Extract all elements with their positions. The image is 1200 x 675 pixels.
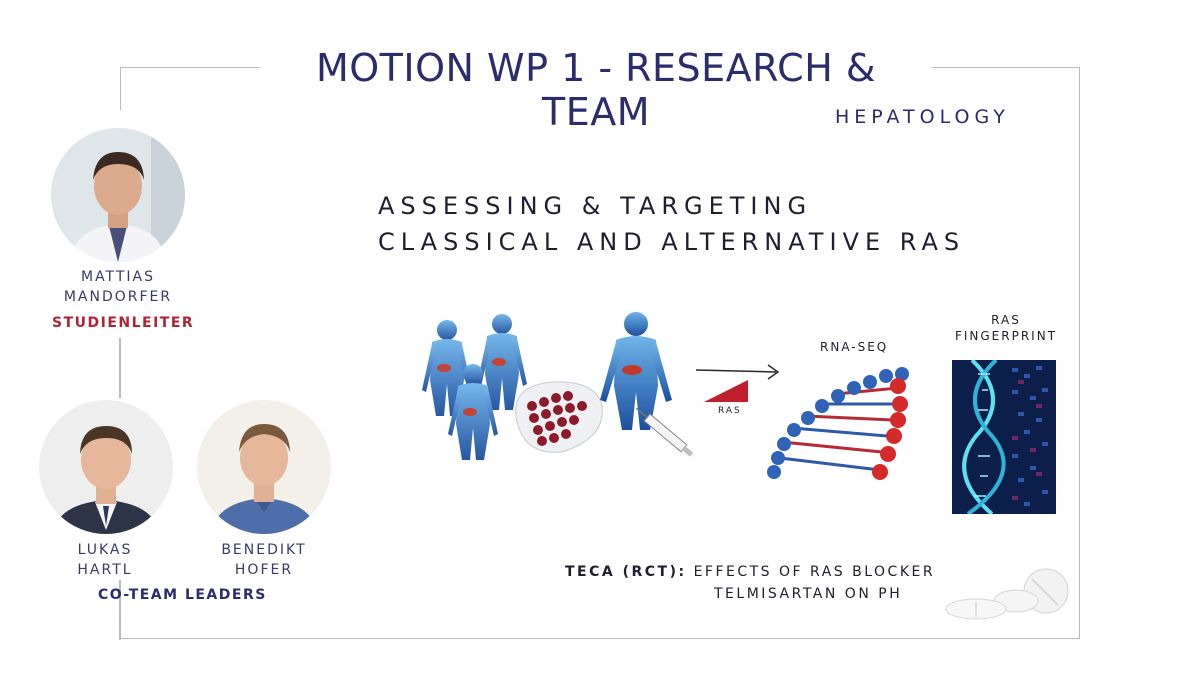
member-name-benedikt: BENEDIKT HOFER: [206, 540, 322, 580]
avatar-benedikt: [197, 400, 331, 534]
ras-label: RAS: [718, 406, 742, 416]
connector-line: [119, 338, 121, 398]
person-photo-icon: [197, 400, 331, 534]
lead-last-name: MANDORFER: [63, 289, 173, 305]
pills-icon: [945, 568, 1069, 620]
title-gap: [260, 40, 932, 100]
avatar-mattias: [51, 128, 185, 262]
patients-illustration-icon: [422, 314, 603, 460]
teca-line-1: TECA (RCT): EFFECTS OF RAS BLOCKER: [565, 562, 935, 583]
lead-name: MATTIAS MANDORFER: [60, 267, 176, 307]
fingerprint-label: RAS FINGERPRINT: [946, 312, 1066, 344]
connector-line-bottom: [119, 580, 121, 640]
dna-fingerprint-icon: [952, 360, 1056, 514]
person-photo-icon: [39, 400, 173, 534]
rnaseq-label: RNA-SEQ: [820, 340, 889, 354]
arrow-right-icon: [695, 364, 780, 402]
dna-helix-icon: [767, 367, 909, 480]
fingerprint-label-line-2: FINGERPRINT: [954, 329, 1058, 343]
avatar-lukas: [39, 400, 173, 534]
fingerprint-label-line-1: RAS: [991, 313, 1021, 327]
well-plate: [515, 381, 603, 453]
member-first-name: LUKAS: [77, 542, 133, 558]
teca-text-1: EFFECTS OF RAS BLOCKER: [693, 564, 936, 580]
research-headline: ASSESSING & TARGETING CLASSICAL AND ALTE…: [378, 188, 965, 260]
member-last-name: HARTL: [77, 562, 133, 578]
page-subtitle: HEPATOLOGY: [835, 106, 1010, 128]
patient-injection-icon: [600, 312, 694, 457]
members-role: CO-TEAM LEADERS: [98, 587, 267, 603]
teca-prefix: TECA (RCT):: [565, 564, 687, 580]
lead-role: STUDIENLEITER: [52, 315, 195, 331]
headline-line-1: ASSESSING & TARGETING: [378, 192, 813, 220]
teca-line-2: TELMISARTAN ON PH: [714, 586, 903, 602]
page-title: MOTION WP 1 - RESEARCH & TEAM: [315, 46, 876, 134]
member-name-lukas: LUKAS HARTL: [50, 540, 160, 580]
headline-line-2: CLASSICAL AND ALTERNATIVE RAS: [378, 228, 966, 256]
member-last-name: HOFER: [234, 562, 294, 578]
lead-first-name: MATTIAS: [80, 269, 156, 285]
member-first-name: BENEDIKT: [221, 542, 307, 558]
person-photo-icon: [51, 128, 185, 262]
